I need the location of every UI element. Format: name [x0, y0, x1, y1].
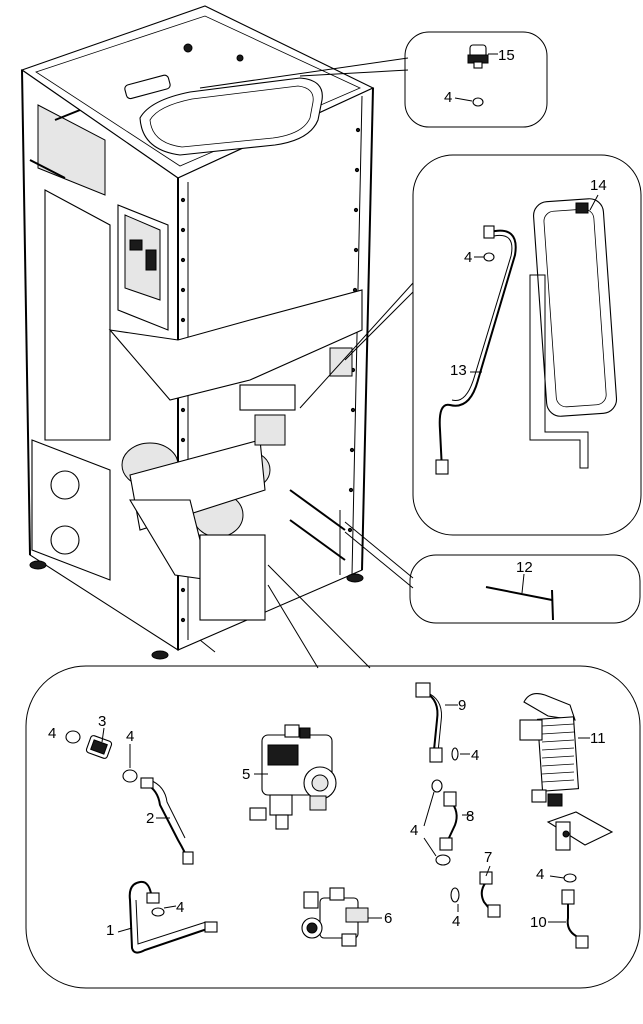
gasket-icon	[450, 887, 460, 903]
pump-group-icon	[249, 724, 337, 830]
label-4: 4	[464, 249, 472, 266]
label-9: 9	[458, 697, 466, 714]
vent-valve-icon	[467, 44, 489, 69]
label-4: 4	[48, 725, 56, 742]
gasket-icon	[65, 730, 81, 744]
label-4: 4	[452, 913, 460, 930]
label-4: 4	[126, 728, 134, 745]
gasket-icon	[431, 779, 443, 793]
label-4: 4	[471, 747, 479, 764]
label-8: 8	[466, 808, 474, 825]
gasket-icon	[435, 854, 451, 866]
leader-lines	[199, 57, 414, 669]
label-7: 7	[484, 849, 492, 866]
gasket-icon	[122, 769, 138, 783]
expansion-vessel-icon	[533, 198, 618, 417]
label-5: 5	[242, 766, 250, 783]
label-12: 12	[516, 559, 533, 576]
label-15: 15	[498, 47, 515, 64]
callout-box-12: 12	[409, 554, 641, 624]
label-4: 4	[410, 822, 418, 839]
gasket-icon	[483, 252, 495, 262]
gasket-icon	[563, 873, 577, 883]
gasket-icon	[151, 907, 165, 917]
label-10: 10	[530, 914, 547, 931]
callout-box-13-14: 14 13 4	[412, 154, 642, 536]
label-2: 2	[146, 810, 154, 827]
cleaning-tool-icon	[485, 586, 554, 621]
label-4: 4	[176, 899, 184, 916]
valve-group-icon	[301, 887, 369, 947]
gasket-icon	[451, 747, 459, 761]
heat-exchanger-icon	[519, 693, 614, 851]
inspection-port-icon	[50, 470, 80, 500]
label-14: 14	[590, 177, 607, 194]
label-4: 4	[444, 89, 452, 106]
label-1: 1	[106, 922, 114, 939]
label-11: 11	[590, 730, 606, 747]
boiler-cabinet	[20, 5, 375, 660]
label-13: 13	[450, 362, 467, 379]
gasket-icon	[472, 97, 484, 107]
callout-box-lower-parts: 4 3 4 2 1 4	[25, 665, 641, 989]
callout-box-15: 15 4	[404, 31, 548, 128]
nipple-icon	[85, 735, 113, 759]
label-4: 4	[536, 866, 544, 883]
label-3: 3	[98, 713, 106, 730]
inspection-port-icon	[50, 525, 80, 555]
label-6: 6	[384, 910, 392, 927]
